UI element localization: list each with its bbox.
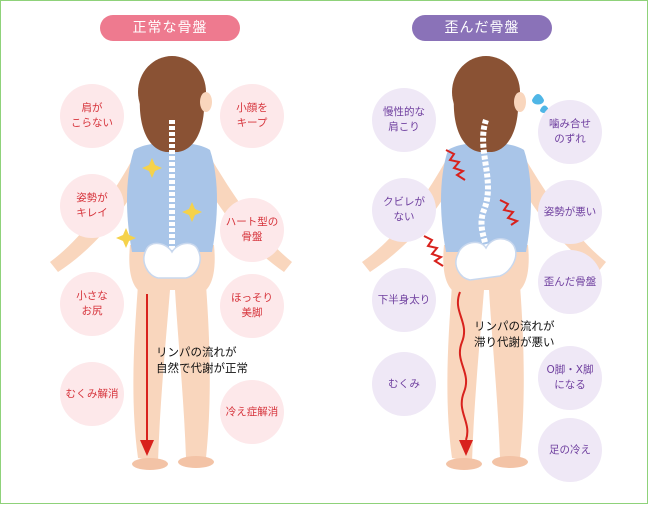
good-bubble-face: 小顔を キープ — [220, 84, 284, 148]
good-bubble-legs: ほっそり 美脚 — [220, 274, 284, 338]
bad-bubble-swelling: むくみ — [372, 352, 436, 416]
left-figure — [50, 56, 292, 470]
bad-bubble-legs: O脚・X脚 になる — [538, 346, 602, 410]
good-bubble-cold: 冷え症解消 — [220, 380, 284, 444]
bad-bubble-bite: 噛み合せ のずれ — [538, 100, 602, 164]
good-bubble-posture: 姿勢が キレイ — [60, 174, 124, 238]
bad-bubble-shoulder: 慢性的な 肩こり — [372, 88, 436, 152]
bad-bubble-cold-feet: 足の冷え — [538, 418, 602, 482]
good-bubble-hips: 小さな お尻 — [60, 272, 124, 336]
right-figure — [362, 56, 606, 470]
bad-bubble-posture: 姿勢が悪い — [538, 180, 602, 244]
normal-pelvis-title: 正常な骨盤 — [100, 15, 240, 41]
distorted-lymph-note: リンパの流れが 滞り代謝が悪い — [474, 319, 555, 349]
bad-bubble-pelvis: 歪んだ骨盤 — [538, 250, 602, 314]
good-bubble-shoulder: 肩が こらない — [60, 84, 124, 148]
good-bubble-swelling: むくみ解消 — [60, 362, 124, 426]
distorted-pelvis-title: 歪んだ骨盤 — [412, 15, 552, 41]
good-bubble-pelvis: ハート型の 骨盤 — [220, 198, 284, 262]
bad-bubble-waist: クビレが ない — [372, 178, 436, 242]
bad-bubble-lower-body: 下半身太り — [372, 268, 436, 332]
normal-lymph-note: リンパの流れが 自然で代謝が正常 — [156, 345, 248, 375]
